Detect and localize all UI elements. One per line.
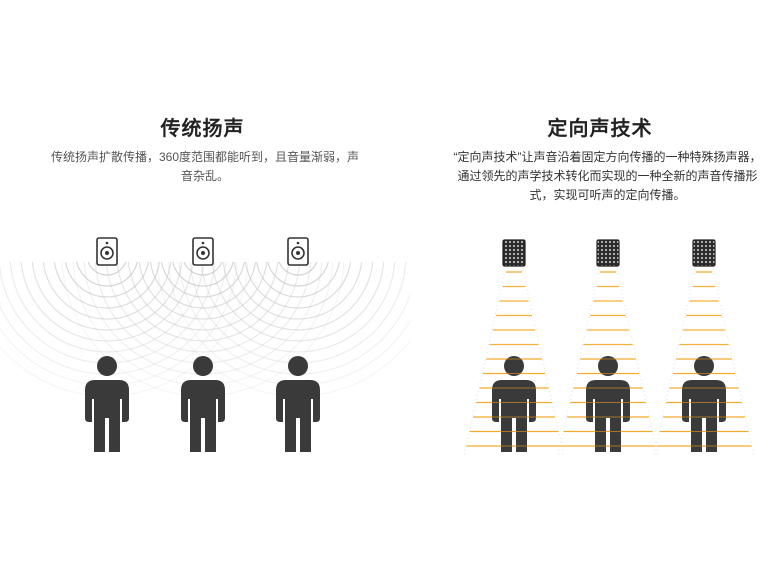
sound-wave-ring (31, 262, 183, 331)
sound-wave-ring (256, 262, 340, 298)
sound-wave-ring (0, 262, 249, 397)
beam-overlay (656, 358, 752, 447)
sound-wave-ring (127, 262, 279, 331)
directional-speaker-panel: 定向声技术 “定向声技术”让声音沿着固定方向传播的一种特殊扬声器，通过领先的声学… (400, 0, 780, 572)
sound-waves-scattered (0, 262, 410, 397)
sound-wave-ring (200, 262, 396, 353)
speaker-icon (192, 237, 214, 266)
sound-wave-ring (65, 262, 149, 298)
person-icon (181, 356, 225, 452)
panel-title-traditional: 传统扬声 (160, 118, 245, 140)
directional-speaker-icon (692, 239, 716, 267)
sound-wave-ring (138, 262, 268, 320)
sound-wave-ring (87, 262, 127, 276)
panel-title-directional: 定向声技术 (547, 118, 653, 140)
person-icon (682, 356, 726, 452)
person-icon (492, 356, 536, 452)
person-icon (85, 356, 129, 452)
panel-description-directional: “定向声技术”让声音沿着固定方向传播的一种特殊扬声器，通过领先的声学技术转化而实… (453, 150, 762, 202)
sound-wave-ring (9, 262, 205, 353)
person-icon (586, 356, 630, 452)
sound-wave-ring (244, 262, 352, 309)
sound-wave-ring (172, 262, 234, 287)
sound-wave-ring (161, 262, 245, 298)
traditional-speaker-panel: 传统扬声 传统扬声扩散传播，360度范围都能听到，且音量渐弱，声音杂乱。 (50, 118, 360, 183)
sound-wave-ring (222, 262, 374, 331)
sound-wave-ring (76, 262, 138, 287)
beam-overlay (466, 358, 562, 447)
person-icon (276, 356, 320, 452)
speaker-icon (287, 237, 309, 266)
panel-description-traditional: 传统扬声扩散传播，360度范围都能听到，且音量渐弱，声音杂乱。 (50, 150, 360, 183)
beam-overlay (560, 358, 656, 447)
sound-wave-ring (267, 262, 329, 287)
sound-wave-ring (105, 262, 301, 353)
sound-wave-ring (233, 262, 363, 320)
sound-wave-ring (211, 262, 385, 342)
sound-wave-ring (183, 262, 223, 276)
directional-speaker-icon (596, 239, 620, 267)
sound-wave-ring (20, 262, 194, 342)
sound-wave-ring (42, 262, 172, 320)
sound-wave-ring (278, 262, 318, 276)
speaker-icon (96, 237, 118, 266)
sound-wave-ring (149, 262, 257, 309)
directional-speaker-icon (502, 239, 526, 267)
